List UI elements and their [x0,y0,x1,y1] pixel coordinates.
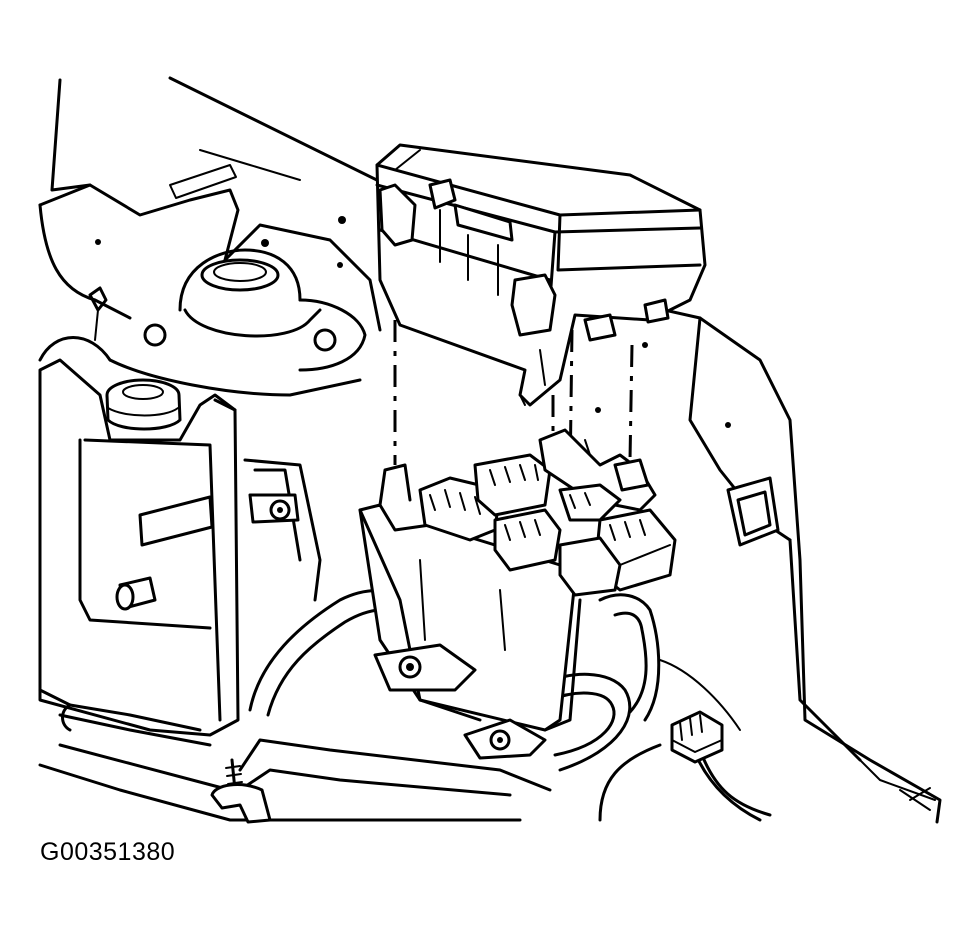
mounting-bracket [243,458,322,602]
panel-grommet [595,342,780,547]
coolant-reservoir [38,336,240,737]
fuse-block-relays [418,428,677,597]
fuse-block-cover [375,143,707,407]
strut-tower [88,216,382,397]
stud-clamp [210,758,272,824]
wiring-harness [38,589,772,822]
harness-connector [670,710,724,764]
figure-id-caption: G00351380 [40,838,176,866]
